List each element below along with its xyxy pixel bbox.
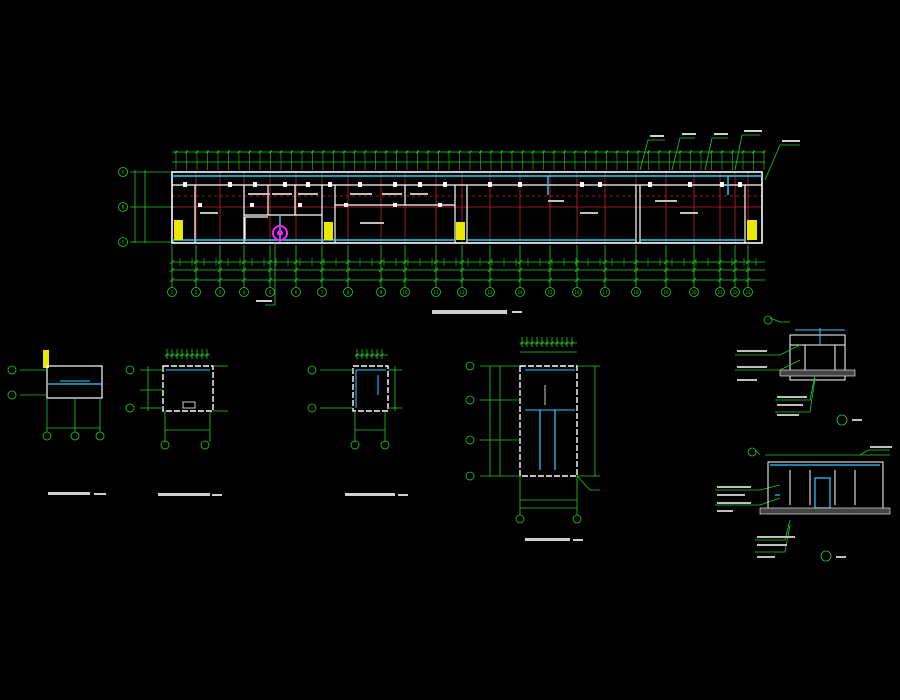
fixture-yellow-1 xyxy=(174,220,183,240)
fixture-yellow-3 xyxy=(456,222,465,240)
main-floor-plan: A B C xyxy=(118,130,800,314)
axis-bubble-label: 6 xyxy=(295,290,298,295)
fixture-yellow-2 xyxy=(324,222,333,240)
axis-bubble xyxy=(631,287,641,297)
axis-bubble xyxy=(689,287,699,297)
axis-bubble-label: C xyxy=(122,240,125,245)
axis-bubble xyxy=(661,287,671,297)
axis-bubble xyxy=(743,287,753,297)
axis-bubble xyxy=(730,287,740,297)
axis-bubble xyxy=(457,287,467,297)
detail3-title-bar xyxy=(345,493,395,496)
room-detail-2 xyxy=(125,349,228,496)
axis-bubble-label: 12 xyxy=(459,290,465,295)
fixture-magenta xyxy=(272,225,288,241)
axis-bubble xyxy=(118,202,128,212)
axis-bubble xyxy=(400,287,410,297)
axis-bubble xyxy=(317,287,327,297)
fixture-magenta-core xyxy=(277,230,283,236)
axis-bubble-label: 20 xyxy=(691,290,697,295)
water-pipes xyxy=(172,175,762,243)
left-dimension-lines xyxy=(130,170,175,243)
axis-bubble-label: 18 xyxy=(633,290,639,295)
room-text-blocks xyxy=(200,193,698,224)
axis-bubble xyxy=(545,287,555,297)
axis-bubble xyxy=(515,287,525,297)
leader-lines xyxy=(265,134,800,306)
axis-bubble-label: 9 xyxy=(380,290,383,295)
axis-bubble xyxy=(239,287,249,297)
axis-bubble-label: 22 xyxy=(732,290,738,295)
axis-bubble-label: B xyxy=(122,205,125,210)
room-detail-4 xyxy=(465,337,600,541)
axis-bubble-label: 11 xyxy=(433,290,439,295)
detail1-title-bar xyxy=(48,492,90,495)
axis-bubble xyxy=(191,287,201,297)
axis-bubble-label: 15 xyxy=(547,290,553,295)
axis-bubble-label: 21 xyxy=(717,290,723,295)
room-detail-3 xyxy=(307,349,408,496)
axis-bubble-label: 17 xyxy=(602,290,608,295)
sanitary-fixtures xyxy=(174,220,757,241)
axis-bubble-label: 3 xyxy=(219,290,222,295)
axis-bubble xyxy=(167,287,177,297)
section-detail-2 xyxy=(715,446,892,562)
axis-bubble xyxy=(376,287,386,297)
detail4-title-bar xyxy=(525,538,570,541)
axis-bubble xyxy=(118,167,128,177)
axis-bubble xyxy=(265,287,275,297)
axis-bubble xyxy=(485,287,495,297)
axis-bubble-label: A xyxy=(122,170,125,175)
wall-symbols xyxy=(183,182,742,207)
top-dimension-ticks xyxy=(174,150,766,170)
axis-bubble-label: 1 xyxy=(171,290,174,295)
axis-bubble-label: 23 xyxy=(745,290,751,295)
axis-bubble-label: 2 xyxy=(195,290,198,295)
detail1-yellow-block xyxy=(43,350,49,368)
fixture-yellow-4 xyxy=(747,220,757,240)
axis-bubble-label: 7 xyxy=(321,290,324,295)
axis-bubble-label: 13 xyxy=(487,290,493,295)
leader-labels xyxy=(256,130,800,302)
detail2-title-bar xyxy=(158,493,210,496)
axis-bubble-label: 4 xyxy=(243,290,246,295)
main-plan-title xyxy=(432,310,522,314)
axis-bubble xyxy=(600,287,610,297)
axis-bubble-label: 16 xyxy=(574,290,580,295)
axis-bubble xyxy=(118,237,128,247)
axis-bubble-label: 19 xyxy=(663,290,669,295)
axis-bubble-label: 8 xyxy=(347,290,350,295)
axis-bubble xyxy=(291,287,301,297)
axis-bubble xyxy=(215,287,225,297)
axis-bubble-label: 5 xyxy=(269,290,272,295)
bottom-dimension-ticks xyxy=(169,245,757,288)
axis-bubble-label: 10 xyxy=(402,290,408,295)
axis-bubble xyxy=(431,287,441,297)
left-axis-bubbles: A B C xyxy=(118,167,128,247)
bottom-dimension-lines xyxy=(172,261,765,281)
room-detail-1 xyxy=(7,350,106,495)
axis-bubble xyxy=(343,287,353,297)
axis-bubble xyxy=(715,287,725,297)
section-detail-1 xyxy=(735,315,862,426)
axis-bubble xyxy=(572,287,582,297)
axis-bubble-label: 14 xyxy=(517,290,523,295)
